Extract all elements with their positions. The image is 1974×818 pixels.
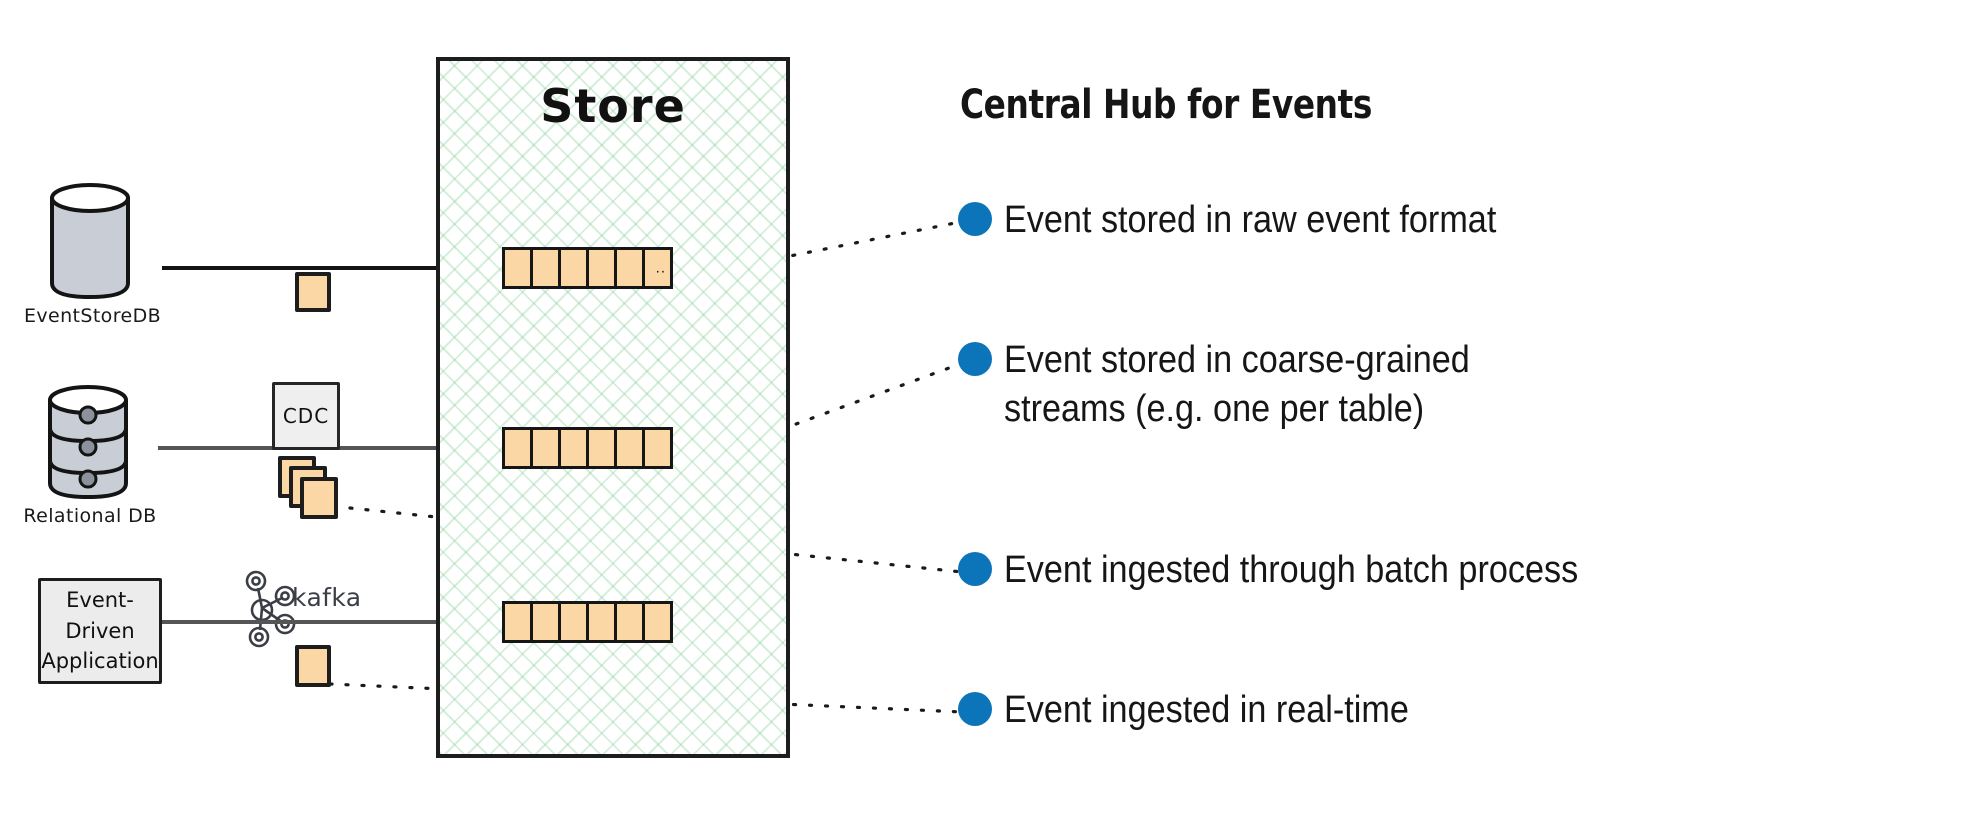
stream-cell	[558, 601, 589, 643]
stream-cell	[502, 601, 533, 643]
stream-cell: ..	[642, 247, 673, 289]
stream-row-coarse-grained-stream	[502, 427, 673, 469]
kafka-icon	[245, 570, 296, 648]
stream-ellipsis: ..	[655, 259, 666, 277]
event-batch-card-front	[300, 477, 338, 519]
cdc-box: CDC	[272, 382, 340, 450]
stream-row-raw-event-stream: ..	[502, 247, 673, 289]
stream-cell	[530, 601, 561, 643]
event-batch-payload-relational-db	[278, 456, 358, 528]
store-title: Store	[540, 79, 686, 133]
eda-label-line-1: Event-	[66, 588, 134, 613]
stream-cell	[586, 247, 617, 289]
event-driven-application-box: Event- Driven Application	[38, 578, 162, 684]
bullet-real-time: Event ingested in real-time	[958, 686, 1918, 735]
stream-cell	[586, 601, 617, 643]
stream-cell	[642, 601, 673, 643]
kafka-label: kafka	[292, 583, 362, 612]
eda-label-line-2: Driven	[65, 618, 135, 643]
store-container: Store	[436, 57, 790, 758]
bullet-coarse-grained: Event stored in coarse-grained streams (…	[958, 336, 1918, 435]
bullet-label: Event stored in coarse-grained streams (…	[1004, 339, 1470, 431]
stream-cell	[614, 427, 645, 469]
bullet-label: Event ingested through batch process	[1004, 549, 1579, 591]
event-payload-event-driven-application	[295, 645, 331, 687]
bullet-dot-icon	[958, 552, 992, 586]
relational-db-icon	[48, 385, 128, 499]
stream-cell	[558, 247, 589, 289]
stream-cell	[642, 427, 673, 469]
stream-cell	[614, 601, 645, 643]
stream-cell	[530, 427, 561, 469]
bullet-label: Event ingested in real-time	[1004, 689, 1409, 731]
bullet-batch-process: Event ingested through batch process	[958, 546, 1918, 595]
bullet-dot-icon	[958, 202, 992, 236]
eventstoredb-icon	[50, 183, 130, 299]
relational-db-label: Relational DB	[23, 505, 157, 527]
stream-cell	[530, 247, 561, 289]
bullet-dot-icon	[958, 342, 992, 376]
stream-cell	[586, 427, 617, 469]
bullet-raw-format: Event stored in raw event format	[958, 196, 1918, 245]
bullet-label: Event stored in raw event format	[1004, 199, 1497, 241]
stream-cell	[502, 247, 533, 289]
bullet-dot-icon	[958, 692, 992, 726]
stream-cell	[502, 427, 533, 469]
stream-cell	[614, 247, 645, 289]
stream-row-realtime-stream	[502, 601, 673, 643]
event-payload-eventstoredb	[295, 272, 331, 312]
eda-label-line-3: Application	[41, 649, 159, 674]
eventstoredb-label: EventStoreDB	[23, 305, 162, 327]
page-title: Central Hub for Events	[960, 82, 1372, 128]
stream-cell	[558, 427, 589, 469]
